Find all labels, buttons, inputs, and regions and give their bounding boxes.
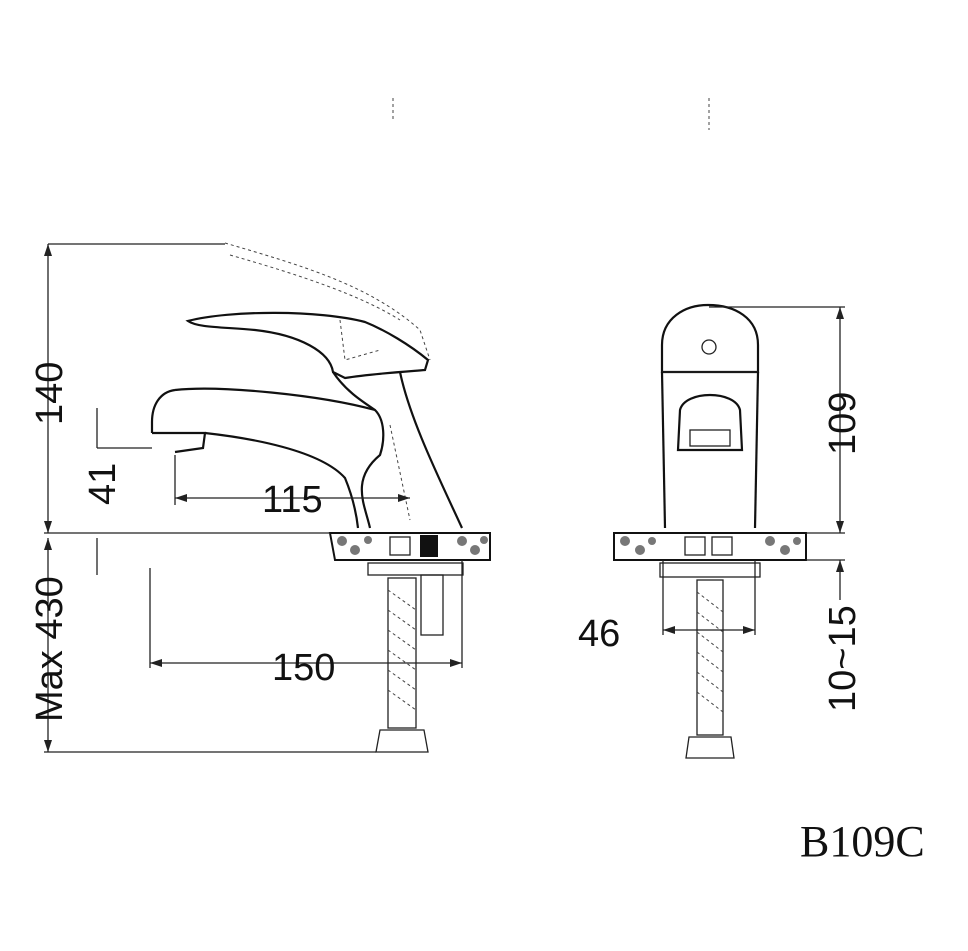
dim-spout-reach: 115	[262, 479, 323, 521]
side-view: 140 41 115 Max 430 150	[29, 242, 491, 753]
dim-height-total: 140	[29, 362, 71, 425]
dim-spout-height: 41	[82, 463, 124, 505]
dim-base-reach: 150	[272, 647, 335, 689]
faucet-front-profile	[613, 303, 807, 759]
dim-max-below: Max 430	[29, 576, 71, 722]
front-view: 109 46 10~15	[578, 303, 864, 759]
faucet-side-profile	[150, 242, 491, 753]
model-code: B109C	[800, 817, 925, 866]
dim-body-height: 109	[822, 392, 864, 455]
dim-deck-thickness: 10~15	[822, 605, 864, 712]
front-dimension-lines	[662, 306, 845, 635]
side-dimension-lines	[44, 243, 463, 753]
dim-base-diameter: 46	[578, 613, 620, 655]
